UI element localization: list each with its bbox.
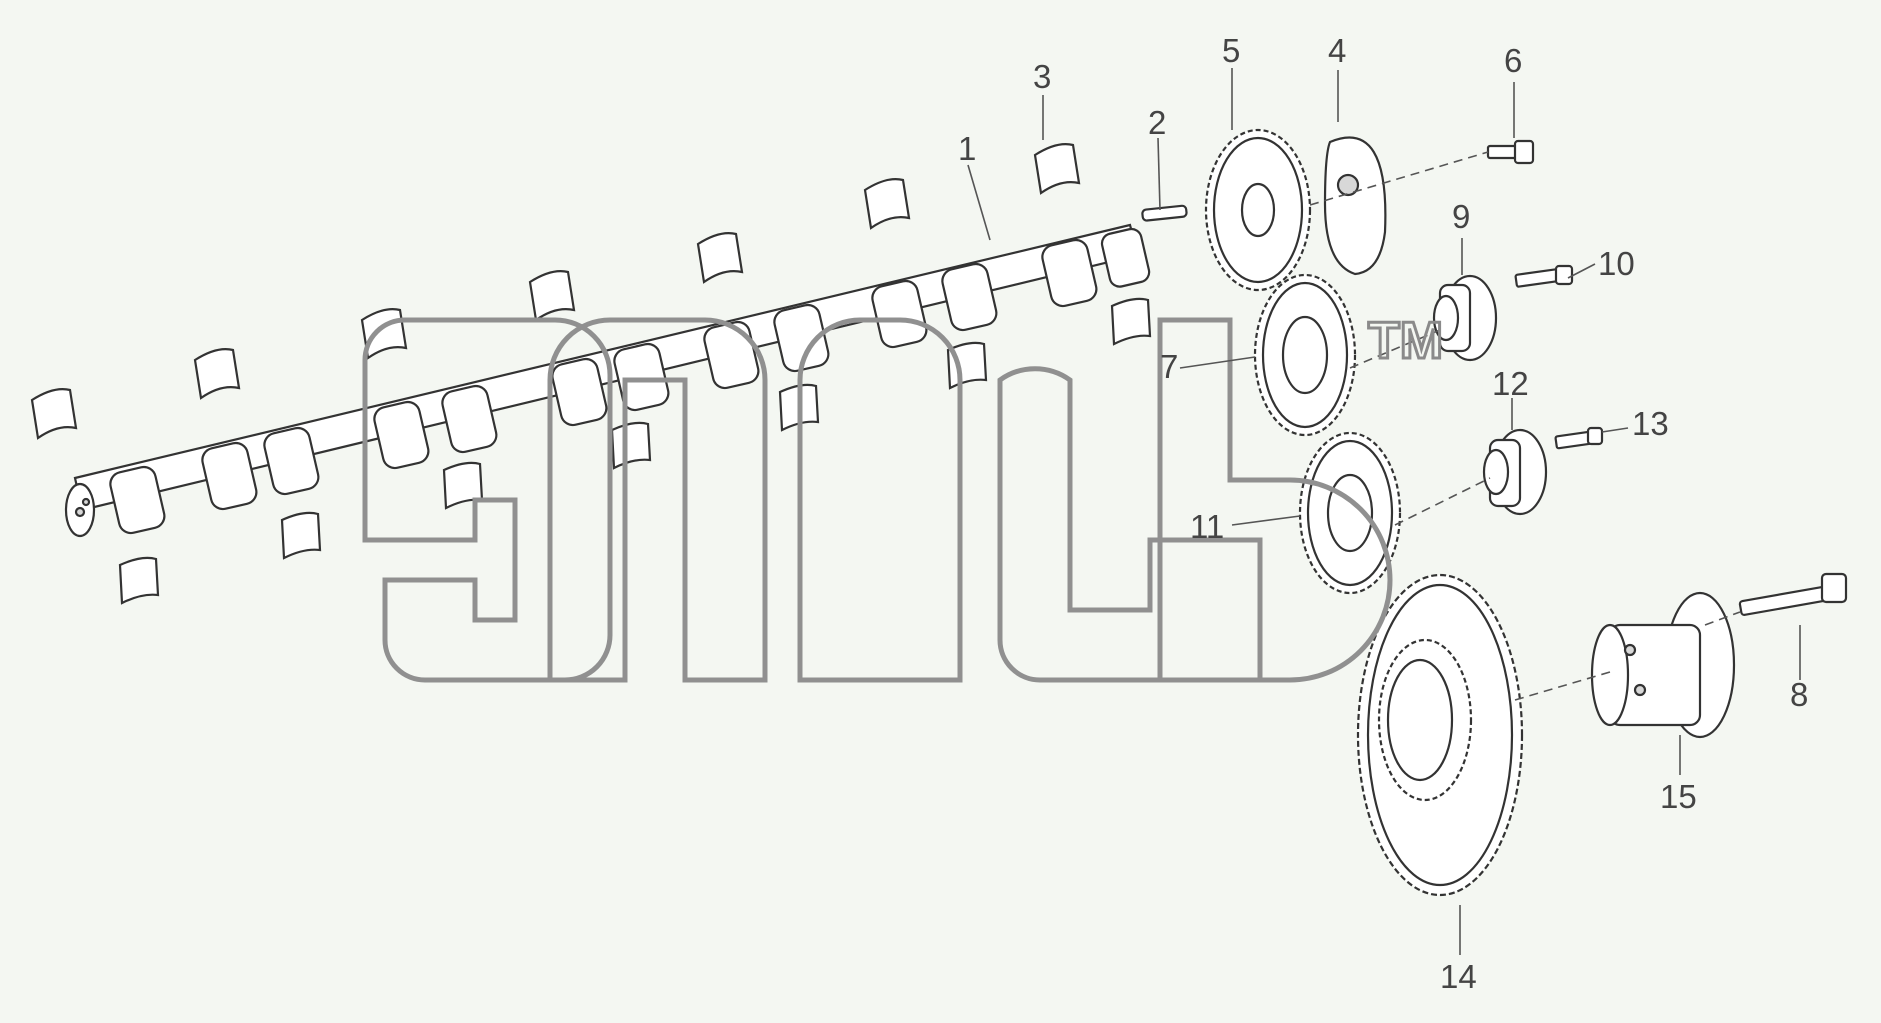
callout-8: 8 xyxy=(1790,676,1808,713)
bolt-13 xyxy=(1554,426,1604,450)
bolt-8 xyxy=(1738,572,1848,616)
large-gear-14 xyxy=(1356,573,1524,897)
callout-5: 5 xyxy=(1222,32,1240,69)
callout-1: 1 xyxy=(958,130,976,167)
callout-labels: 1 2 3 4 5 6 7 8 9 10 11 12 13 14 15 xyxy=(958,32,1808,995)
leader-lines xyxy=(967,68,1801,955)
cam-gear xyxy=(1204,128,1312,292)
bolt-6 xyxy=(1486,139,1535,165)
assembly-lines xyxy=(1309,151,1741,701)
hub-9 xyxy=(1432,274,1498,362)
callout-9: 9 xyxy=(1452,198,1470,235)
bolt-10 xyxy=(1514,264,1574,288)
watermark-trademark: TM xyxy=(1368,312,1443,370)
idler-gear-11 xyxy=(1298,431,1402,595)
callout-6: 6 xyxy=(1504,42,1522,79)
callout-10: 10 xyxy=(1598,245,1635,282)
dowel-pin xyxy=(1141,204,1188,222)
callout-7: 7 xyxy=(1160,348,1178,385)
idler-gear-upper xyxy=(1253,273,1357,437)
callout-3: 3 xyxy=(1033,58,1051,95)
callout-4: 4 xyxy=(1328,32,1346,69)
callout-13: 13 xyxy=(1632,405,1669,442)
camshaft xyxy=(64,223,1151,538)
callout-15: 15 xyxy=(1660,778,1697,815)
cam-lobes xyxy=(109,227,1151,535)
callout-14: 14 xyxy=(1440,958,1477,995)
callout-11: 11 xyxy=(1190,508,1224,545)
callout-2: 2 xyxy=(1148,104,1166,141)
thrust-plate xyxy=(1323,136,1387,276)
callout-12: 12 xyxy=(1492,365,1529,402)
hub-15 xyxy=(1590,591,1736,739)
hub-12 xyxy=(1482,428,1548,516)
watermark-logo: TM xyxy=(362,311,1445,683)
